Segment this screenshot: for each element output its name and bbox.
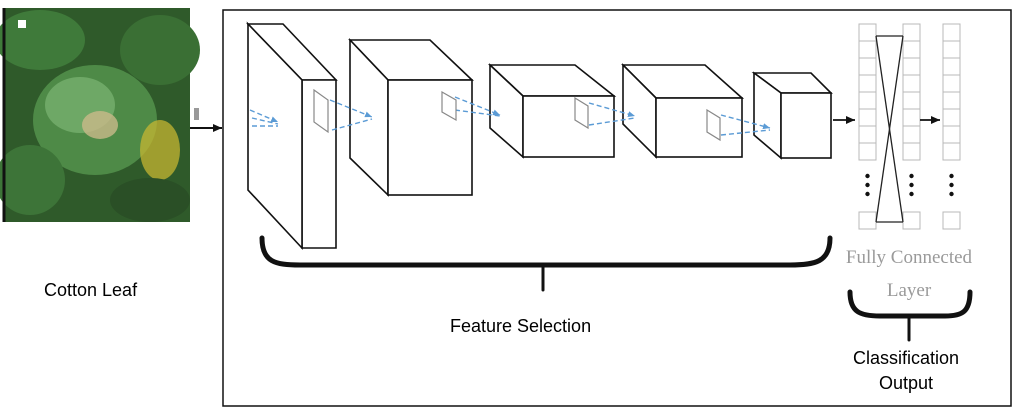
conv-layer-2: [348, 37, 474, 197]
ellipsis-dot: [909, 182, 914, 188]
fc-neuron: [858, 57, 877, 76]
fc-label-line2: Layer: [886, 280, 932, 301]
ellipsis-dot: [909, 173, 914, 179]
fc-neuron: [858, 108, 877, 127]
fc-neuron: [902, 142, 921, 161]
fc-neuron: [858, 91, 877, 110]
conv-layer-3: [487, 63, 617, 159]
fc-column-2: [902, 23, 921, 230]
fc-neuron: [902, 23, 921, 42]
feature-selection-brace: [259, 235, 833, 292]
fc-neuron: [902, 125, 921, 144]
conv-layer-5: [751, 71, 833, 160]
ellipsis-dot: [949, 173, 954, 179]
fc-output-brace: [847, 289, 973, 342]
output-label-line1: Classification: [852, 348, 960, 368]
ellipsis-dot: [909, 191, 914, 197]
conv-layer-1: [246, 21, 338, 251]
fc-label-line1: Fully Connected: [845, 247, 973, 268]
fc-neuron: [942, 40, 961, 59]
ellipsis-dot: [949, 191, 954, 197]
ellipsis-dot: [865, 182, 870, 188]
fc-neuron: [942, 125, 961, 144]
fc-neuron: [858, 142, 877, 161]
network-frame: [222, 9, 1012, 407]
fc-neuron: [902, 108, 921, 127]
fc-neuron: [942, 74, 961, 93]
fc-column-3: [942, 23, 961, 230]
fc-neuron: [902, 40, 921, 59]
ellipsis-dot: [949, 182, 954, 188]
fc-neuron: [942, 23, 961, 42]
kernel-projections: [249, 96, 771, 136]
ellipsis-dot: [865, 173, 870, 179]
fc-neuron: [942, 108, 961, 127]
fc-neuron: [942, 211, 961, 230]
feature-selection-label: Feature Selection: [450, 316, 592, 336]
fc-column-1: [858, 23, 877, 230]
kernel-windows: [313, 88, 721, 142]
cotton-leaf-image: [0, 8, 200, 222]
input-label: Cotton Leaf: [44, 280, 138, 300]
conv-layer-4: [621, 63, 745, 159]
fc-neuron: [858, 23, 877, 42]
fc-neuron: [902, 57, 921, 76]
fc-neuron: [942, 91, 961, 110]
fc-neuron: [858, 125, 877, 144]
output-label-line2: Output: [878, 373, 934, 393]
fc-connections: [875, 35, 904, 223]
fc-neuron: [858, 211, 877, 230]
fc-neuron: [902, 91, 921, 110]
fc-neuron: [942, 57, 961, 76]
fc-neuron: [858, 40, 877, 59]
fc-neuron: [902, 211, 921, 230]
fc-neuron: [858, 74, 877, 93]
fc-neuron: [942, 142, 961, 161]
fc-neuron: [902, 74, 921, 93]
ellipsis-dot: [865, 191, 870, 197]
